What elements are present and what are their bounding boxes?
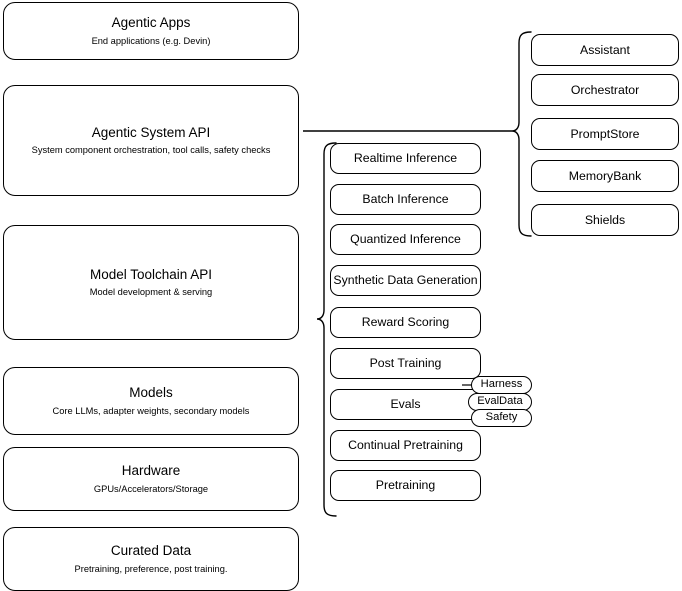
toolchain-label: Reward Scoring	[361, 315, 450, 330]
evals-sub-label: EvalData	[477, 395, 523, 408]
evals-sub-label: Harness	[480, 378, 523, 391]
layer-subtitle: Pretraining, preference, post training.	[74, 563, 228, 574]
toolchain-label: Batch Inference	[362, 192, 449, 207]
layer-subtitle: Core LLMs, adapter weights, secondary mo…	[52, 405, 250, 416]
toolchain-batch-inference[interactable]: Batch Inference	[330, 184, 481, 215]
evals-sub-harness[interactable]: Harness	[471, 376, 532, 394]
toolchain-continual-pretraining[interactable]: Continual Pretraining	[330, 430, 481, 461]
layer-models[interactable]: Models Core LLMs, adapter weights, secon…	[3, 367, 299, 435]
toolchain-label: Synthetic Data Generation	[333, 273, 478, 288]
toolchain-label: Realtime Inference	[353, 151, 458, 166]
system-promptstore[interactable]: PromptStore	[531, 118, 679, 150]
layer-title: Agentic Apps	[111, 15, 191, 31]
system-label: Orchestrator	[570, 82, 640, 97]
system-memorybank[interactable]: MemoryBank	[531, 160, 679, 192]
layer-curated-data[interactable]: Curated Data Pretraining, preference, po…	[3, 527, 299, 591]
layer-title: Models	[129, 385, 173, 401]
toolchain-quantized-inference[interactable]: Quantized Inference	[330, 224, 481, 255]
layer-subtitle: System component orchestration, tool cal…	[31, 145, 271, 156]
system-shields[interactable]: Shields	[531, 204, 679, 236]
toolchain-label: Quantized Inference	[350, 232, 461, 247]
toolchain-label: Continual Pretraining	[348, 438, 463, 453]
layer-hardware[interactable]: Hardware GPUs/Accelerators/Storage	[3, 447, 299, 511]
layer-subtitle: End applications (e.g. Devin)	[91, 35, 211, 46]
system-label: Assistant	[580, 42, 630, 57]
layer-agentic-system-api[interactable]: Agentic System API System component orch…	[3, 85, 299, 196]
system-orchestrator[interactable]: Orchestrator	[531, 74, 679, 106]
layer-subtitle: GPUs/Accelerators/Storage	[93, 483, 209, 494]
layer-title: Curated Data	[110, 543, 192, 559]
system-label: Shields	[584, 212, 626, 227]
toolchain-label: Pretraining	[375, 478, 436, 493]
layer-agentic-apps[interactable]: Agentic Apps End applications (e.g. Devi…	[3, 2, 299, 60]
layer-title: Model Toolchain API	[89, 266, 213, 282]
layer-title: Agentic System API	[91, 124, 211, 140]
system-assistant[interactable]: Assistant	[531, 34, 679, 66]
evals-sub-label: Safety	[485, 411, 518, 424]
system-label: PromptStore	[570, 126, 640, 141]
layer-title: Hardware	[121, 463, 181, 479]
evals-sub-safety[interactable]: Safety	[471, 409, 532, 427]
layer-model-toolchain-api[interactable]: Model Toolchain API Model development & …	[3, 225, 299, 340]
toolchain-synthetic-data-generation[interactable]: Synthetic Data Generation	[330, 265, 481, 296]
system-label: MemoryBank	[568, 168, 642, 183]
layer-subtitle: Model development & serving	[89, 287, 213, 298]
toolchain-label: Evals	[390, 397, 421, 412]
toolchain-evals[interactable]: Evals	[330, 389, 481, 420]
toolchain-label: Post Training	[369, 356, 442, 371]
toolchain-realtime-inference[interactable]: Realtime Inference	[330, 143, 481, 174]
toolchain-pretraining[interactable]: Pretraining	[330, 470, 481, 501]
toolchain-post-training[interactable]: Post Training	[330, 348, 481, 379]
toolchain-reward-scoring[interactable]: Reward Scoring	[330, 307, 481, 338]
